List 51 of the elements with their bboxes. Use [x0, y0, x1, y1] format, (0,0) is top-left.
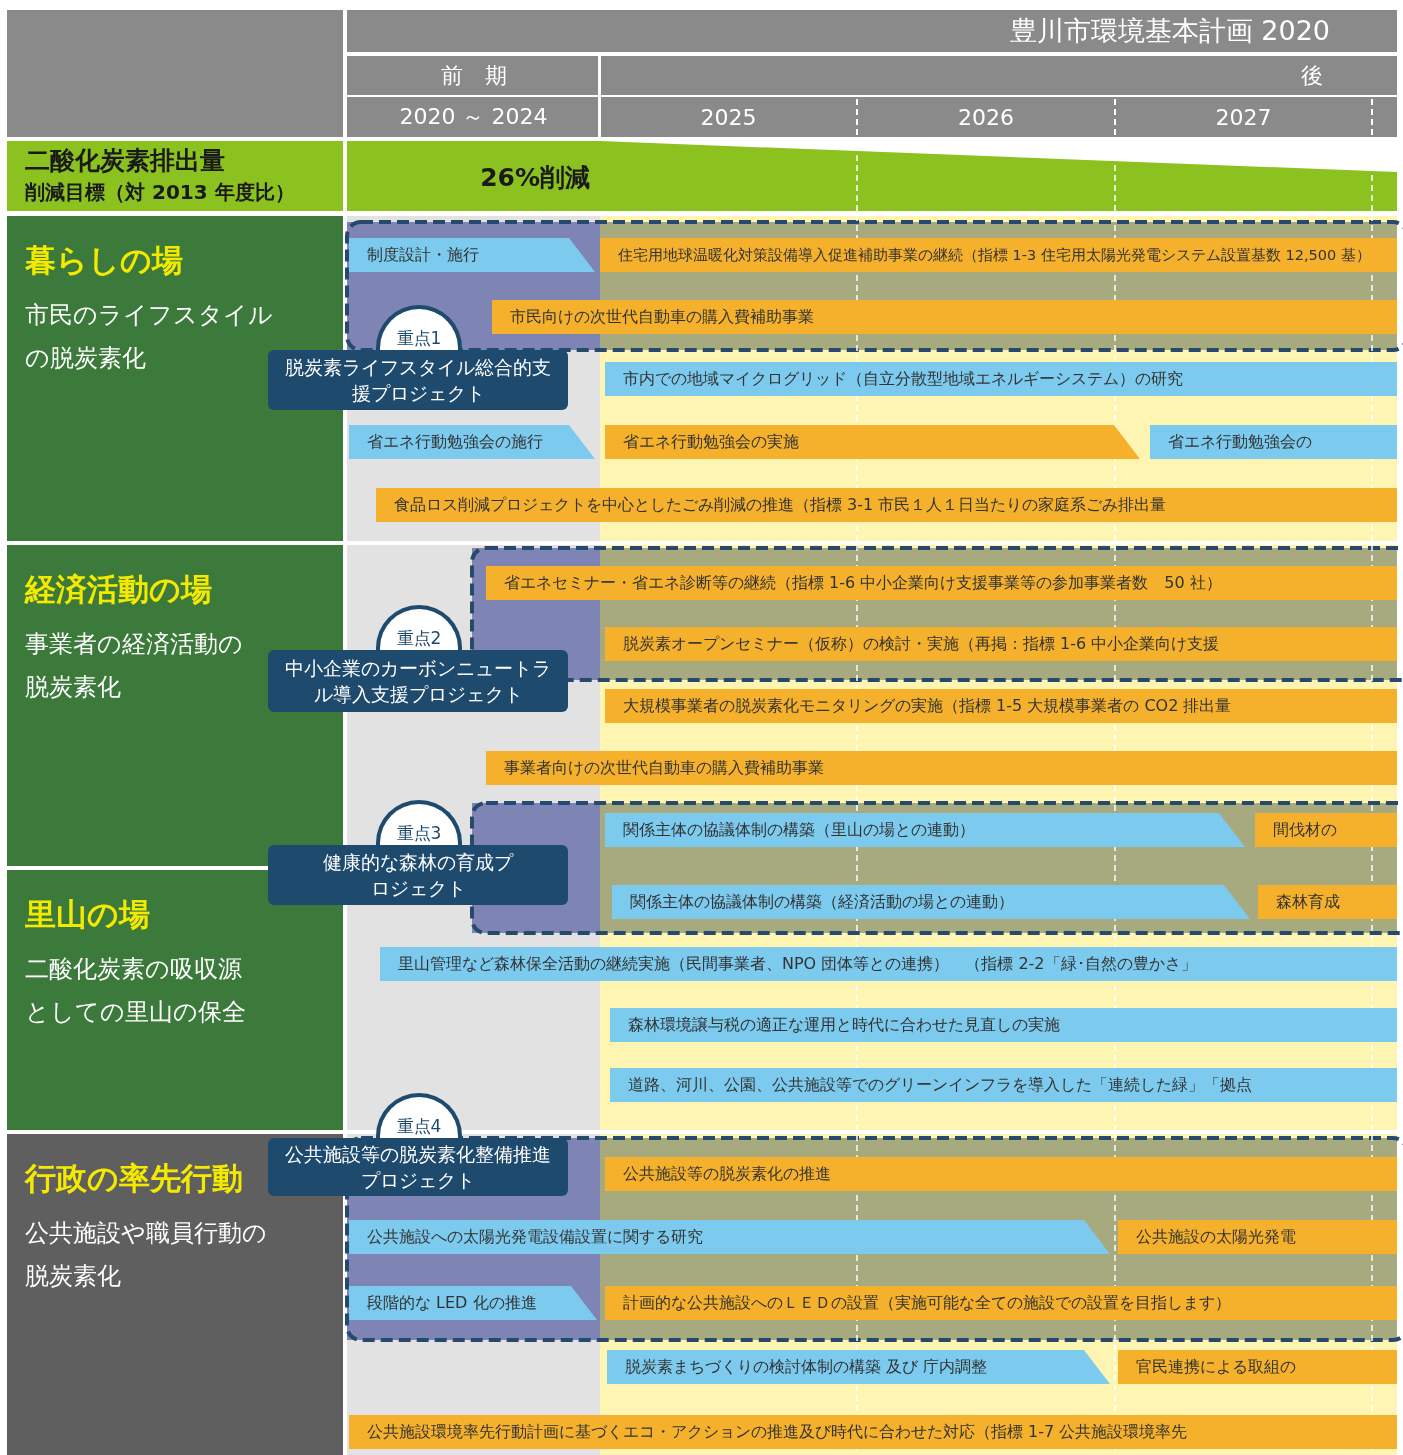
year-label: 2020 ～ 2024 [398, 103, 549, 131]
period-label: 前 期 [439, 61, 508, 90]
task-bar: 関係主体の協議体制の構築（経済活動の場との連動） [612, 885, 1250, 919]
project-label: 公共施設等の脱炭素化整備推進プロジェクト [268, 1138, 568, 1196]
task-bar: 段階的な LED 化の推進 [349, 1286, 597, 1320]
task-bar: 制度設計・施行 [349, 238, 595, 272]
task-bar: 森林育成 [1258, 885, 1397, 919]
year-label: 2026 [957, 103, 1015, 132]
project-label: 脱炭素ライフスタイル総合的支援プロジェクト [268, 350, 568, 410]
task-bar: 里山管理など森林保全活動の継続実施（民間事業者、NPO 団体等との連携） （指標 2-2「緑･自然の豊かさ」 [380, 947, 1397, 981]
plan-title: 豊川市環境基本計画 2020 [1008, 14, 1330, 48]
target-heading: 二酸化炭素排出量 [25, 144, 226, 176]
section-panel [7, 870, 343, 1130]
task-bar: 省エネ行動勉強会の [1150, 425, 1397, 459]
period-label: 後 [1300, 61, 1324, 90]
task-bar: 公共施設の太陽光発電 [1118, 1220, 1397, 1254]
task-bar: 住宅用地球温暖化対策設備導入促進補助事業の継続（指標 1-3 住宅用太陽光発電システム設置基数 12,500 基） [600, 238, 1397, 272]
target-value: 26%削減 [479, 161, 590, 194]
section-panel [7, 1134, 343, 1455]
task-bar: 間伐材の [1255, 813, 1397, 847]
year-label: 2025 [699, 103, 758, 132]
task-bar: 脱炭素オープンセミナー（仮称）の検討・実施（再掲：指標 1-6 中小企業向け支援 [605, 627, 1397, 661]
task-bar: 省エネセミナー・省エネ診断等の継続（指標 1-6 中小企業向け支援事業等の参加事業者数 50 社） [486, 566, 1397, 600]
task-bar: 大規模事業者の脱炭素化モニタリングの実施（指標 1-5 大規模事業者の CO2 排出量 [605, 689, 1397, 723]
section-description: 二酸化炭素の吸収源としての里山の保全 [25, 954, 247, 1028]
section-heading: 行政の率先行動 [25, 1159, 243, 1198]
year-label: 2027 [1214, 103, 1273, 132]
task-bar: 食品ロス削減プロジェクトを中心としたごみ削減の推進（指標 3-1 市民１人１日当たりの家庭系ごみ排出量 [376, 488, 1397, 522]
task-bar: 省エネ行動勉強会の実施 [605, 425, 1140, 459]
target-heading: 削減目標（対 2013 年度比） [25, 178, 296, 206]
section-description: 公共施設や職員行動の脱炭素化 [25, 1218, 268, 1292]
section-description: 事業者の経済活動の脱炭素化 [25, 629, 244, 703]
task-bar: 森林環境譲与税の適正な運用と時代に合わせた見直しの実施 [610, 1008, 1397, 1042]
task-bar: 事業者向けの次世代自動車の購入費補助事業 [486, 751, 1397, 785]
section-heading: 暮らしの場 [25, 241, 183, 280]
project-label: 健康的な森林の育成プロジェクト [268, 845, 568, 905]
task-bar: 省エネ行動勉強会の施行 [349, 425, 595, 459]
task-bar: 公共施設等の脱炭素化の推進 [605, 1157, 1397, 1191]
section-heading: 経済活動の場 [25, 570, 212, 609]
task-bar: 官民連携による取組の [1118, 1350, 1397, 1384]
section-heading: 里山の場 [25, 895, 150, 934]
task-bar: 公共施設環境率先行動計画に基づくエコ・アクションの推進及び時代に合わせた対応（指標 1-7 公共施設環境率先 [349, 1415, 1397, 1449]
section-panel [7, 216, 343, 541]
task-bar: 関係主体の協議体制の構築（里山の場との連動） [605, 813, 1245, 847]
task-bar: 脱炭素まちづくりの検討体制の構築 及び 庁内調整 [607, 1350, 1110, 1384]
task-bar: 市内での地域マイクログリッド（自立分散型地域エネルギーシステム）の研究 [605, 362, 1397, 396]
task-bar: 道路、河川、公園、公共施設等でのグリーンインフラを導入した「連続した緑」「拠点 [610, 1068, 1397, 1102]
task-bar: 市民向けの次世代自動車の購入費補助事業 [492, 300, 1397, 334]
project-label: 中小企業のカーボンニュートラル導入支援プロジェクト [268, 650, 568, 712]
task-bar: 計画的な公共施設へのＬＥＤの設置（実施可能な全ての施設での設置を目指します） [605, 1286, 1397, 1320]
task-bar: 公共施設への太陽光発電設備設置に関する研究 [349, 1220, 1110, 1254]
